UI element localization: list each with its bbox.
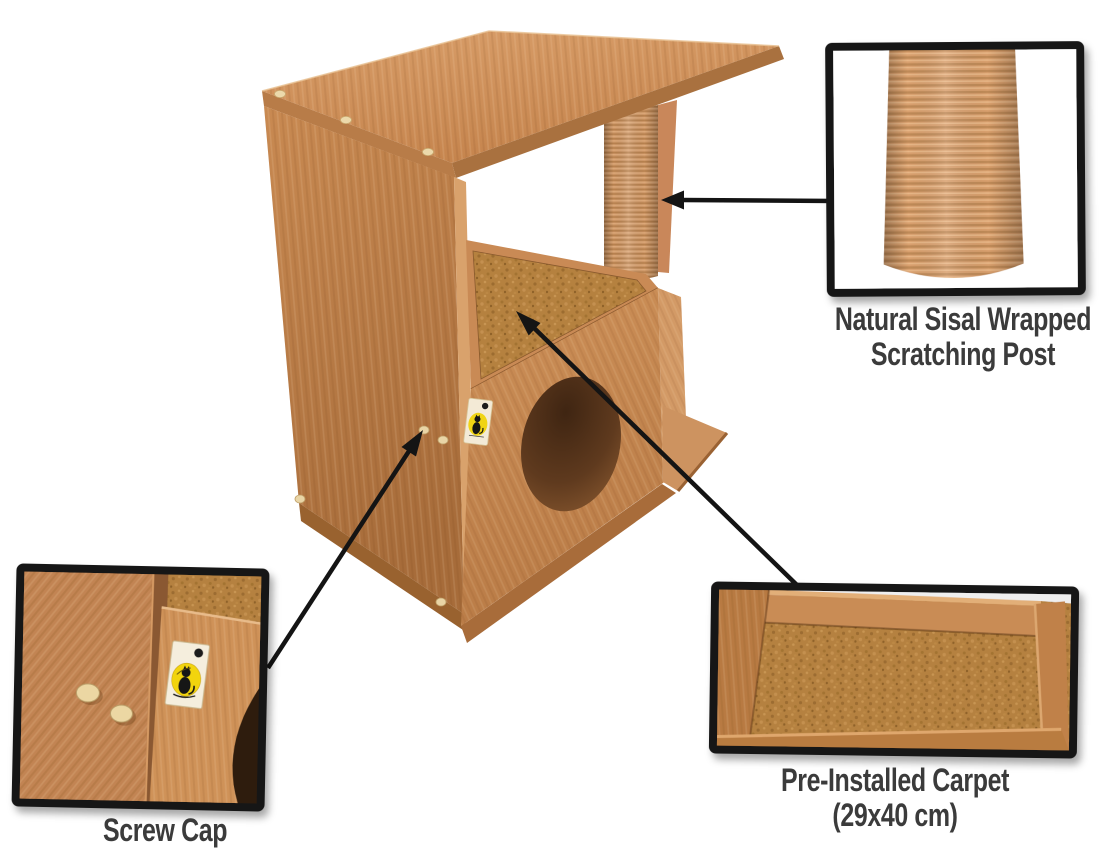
caption-pre-installed-carpet: Pre-Installed Carpet (29x40 cm)	[751, 763, 1040, 832]
caption-screw-cap: Screw Cap	[79, 813, 251, 848]
callout-screw-cap	[11, 563, 270, 812]
cat-table-illustration	[261, 30, 784, 643]
cubby-carpet-platform	[466, 240, 659, 390]
top-panel-screw-caps	[274, 90, 434, 156]
caption-line: Pre-Installed Carpet	[780, 762, 1010, 798]
caption-line: Screw Cap	[102, 812, 228, 848]
side-panel	[264, 106, 476, 632]
caption-line: Scratching Post	[870, 335, 1056, 372]
scratching-post	[604, 100, 677, 281]
callout-screw-caps	[75, 683, 136, 726]
callout-post-zoom-image	[883, 49, 1024, 278]
brand-sticker	[463, 397, 493, 446]
arrow-to-carpet-icon	[516, 311, 803, 591]
side-panel-screw-caps	[294, 425, 449, 607]
arrow-to-post-icon	[661, 190, 837, 210]
caption-line: Natural Sisal Wrapped	[834, 301, 1092, 337]
callout-screw-zoom-image	[19, 571, 262, 804]
callout-post	[825, 41, 1086, 297]
top-panel	[261, 30, 784, 178]
callout-carpet	[708, 581, 1080, 759]
callout-carpet-zoom-image	[716, 589, 1072, 751]
cat-logo-icon	[472, 414, 484, 435]
entry-hole	[521, 376, 621, 512]
front-panel	[461, 288, 663, 626]
caption-line: (29x40 cm)	[832, 796, 958, 833]
arrow-to-screw-cap-icon	[266, 430, 423, 670]
callout-brand-sticker	[164, 640, 210, 710]
caption-scratching-post: Natural Sisal Wrapped Scratching Post	[829, 302, 1097, 371]
